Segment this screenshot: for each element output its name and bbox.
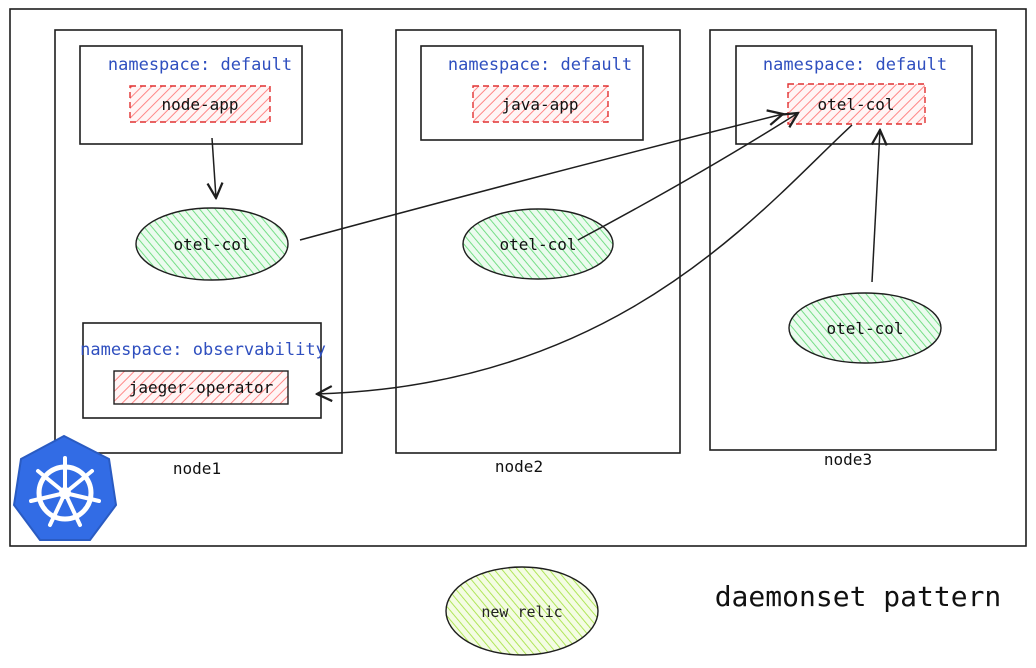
kubernetes-helm-icon [12,434,118,541]
jaeger-operator-label: jaeger-operator [129,378,274,397]
node1-otel-col-label: otel-col [173,235,250,254]
node3: namespace: default otel-col otel-col nod… [709,29,997,469]
diagram-title: daemonset pattern [715,580,1002,613]
node2-label: node2 [495,457,543,476]
node3-otel-col-app-box [787,83,926,125]
node3-otel-col-app-label: otel-col [817,95,894,114]
node2-otel-col-ellipse [462,208,614,280]
arrow-node-app-to-node1-otel-col [212,137,216,198]
node-app-label: node-app [161,95,238,114]
node1-namespace-observability-box [82,322,322,419]
node1-box [54,29,343,454]
node3-otel-col-label: otel-col [826,319,903,338]
node2: namespace: default java-app otel-col nod… [395,29,681,476]
node3-label: node3 [824,450,872,469]
node3-namespace-default-box [735,45,973,145]
node2-otel-col-label: otel-col [499,235,576,254]
jaeger-operator-box [113,370,289,405]
node1-label: node1 [173,459,221,478]
node2-namespace-default-box [420,45,644,141]
arrow-central-collector-to-jaeger-operator [317,124,853,394]
node3-otel-col-ellipse [788,292,942,364]
node1: namespace: default node-app otel-col nam… [54,29,343,478]
node1-namespace-default-label: namespace: default [108,55,292,75]
node3-box [709,29,997,451]
new-relic-label: new relic [481,603,562,621]
java-app-label: java-app [501,95,578,114]
node2-box [395,29,681,454]
arrow-node2-otel-col-to-central-collector [577,113,798,241]
cluster-boundary [9,8,1027,547]
arrow-node3-otel-col-to-central-collector [872,130,880,283]
node2-namespace-default-label: namespace: default [448,55,632,75]
node1-otel-col-ellipse [135,207,289,281]
java-app-box [472,85,609,123]
node1-namespace-observability-label: namespace: observability [80,340,326,360]
arrow-node1-otel-col-to-central-collector [299,114,783,241]
node-app-box [129,85,271,123]
new-relic-ellipse [445,566,599,656]
node1-namespace-default-box [79,45,303,145]
node3-namespace-default-label: namespace: default [763,55,947,75]
